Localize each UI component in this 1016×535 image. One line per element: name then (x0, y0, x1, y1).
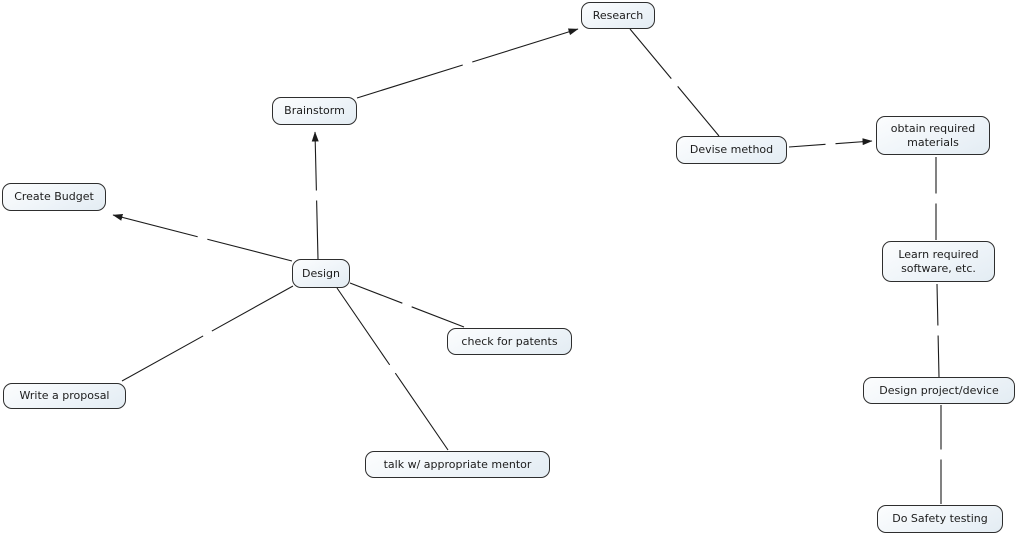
node-design-project[interactable]: Design project/device (863, 377, 1015, 404)
edge-brainstorm-research (356, 28, 579, 99)
node-obtain-materials[interactable]: obtain required materials (876, 116, 990, 155)
edge-learn-software-design-project (936, 283, 940, 378)
node-devise-method[interactable]: Devise method (676, 136, 787, 164)
edge-research-devise-method (629, 28, 720, 137)
node-design[interactable]: Design (292, 259, 350, 288)
edge-design-create-budget (112, 213, 293, 262)
node-check-patents[interactable]: check for patents (447, 328, 572, 355)
node-create-budget[interactable]: Create Budget (2, 183, 106, 211)
edges-group (112, 28, 942, 504)
edge-design-write-proposal (121, 285, 294, 382)
edge-design-check-patents (349, 282, 465, 328)
node-write-proposal[interactable]: Write a proposal (3, 383, 126, 409)
node-brainstorm[interactable]: Brainstorm (272, 97, 357, 125)
edge-devise-method-obtain-materials (788, 138, 873, 148)
node-research[interactable]: Research (581, 2, 655, 29)
edge-design-talk-mentor (336, 287, 449, 451)
node-learn-software[interactable]: Learn required software, etc. (882, 241, 995, 282)
node-do-safety[interactable]: Do Safety testing (877, 505, 1003, 533)
edge-design-brainstorm (311, 131, 319, 260)
node-talk-mentor[interactable]: talk w/ appropriate mentor (365, 451, 550, 478)
